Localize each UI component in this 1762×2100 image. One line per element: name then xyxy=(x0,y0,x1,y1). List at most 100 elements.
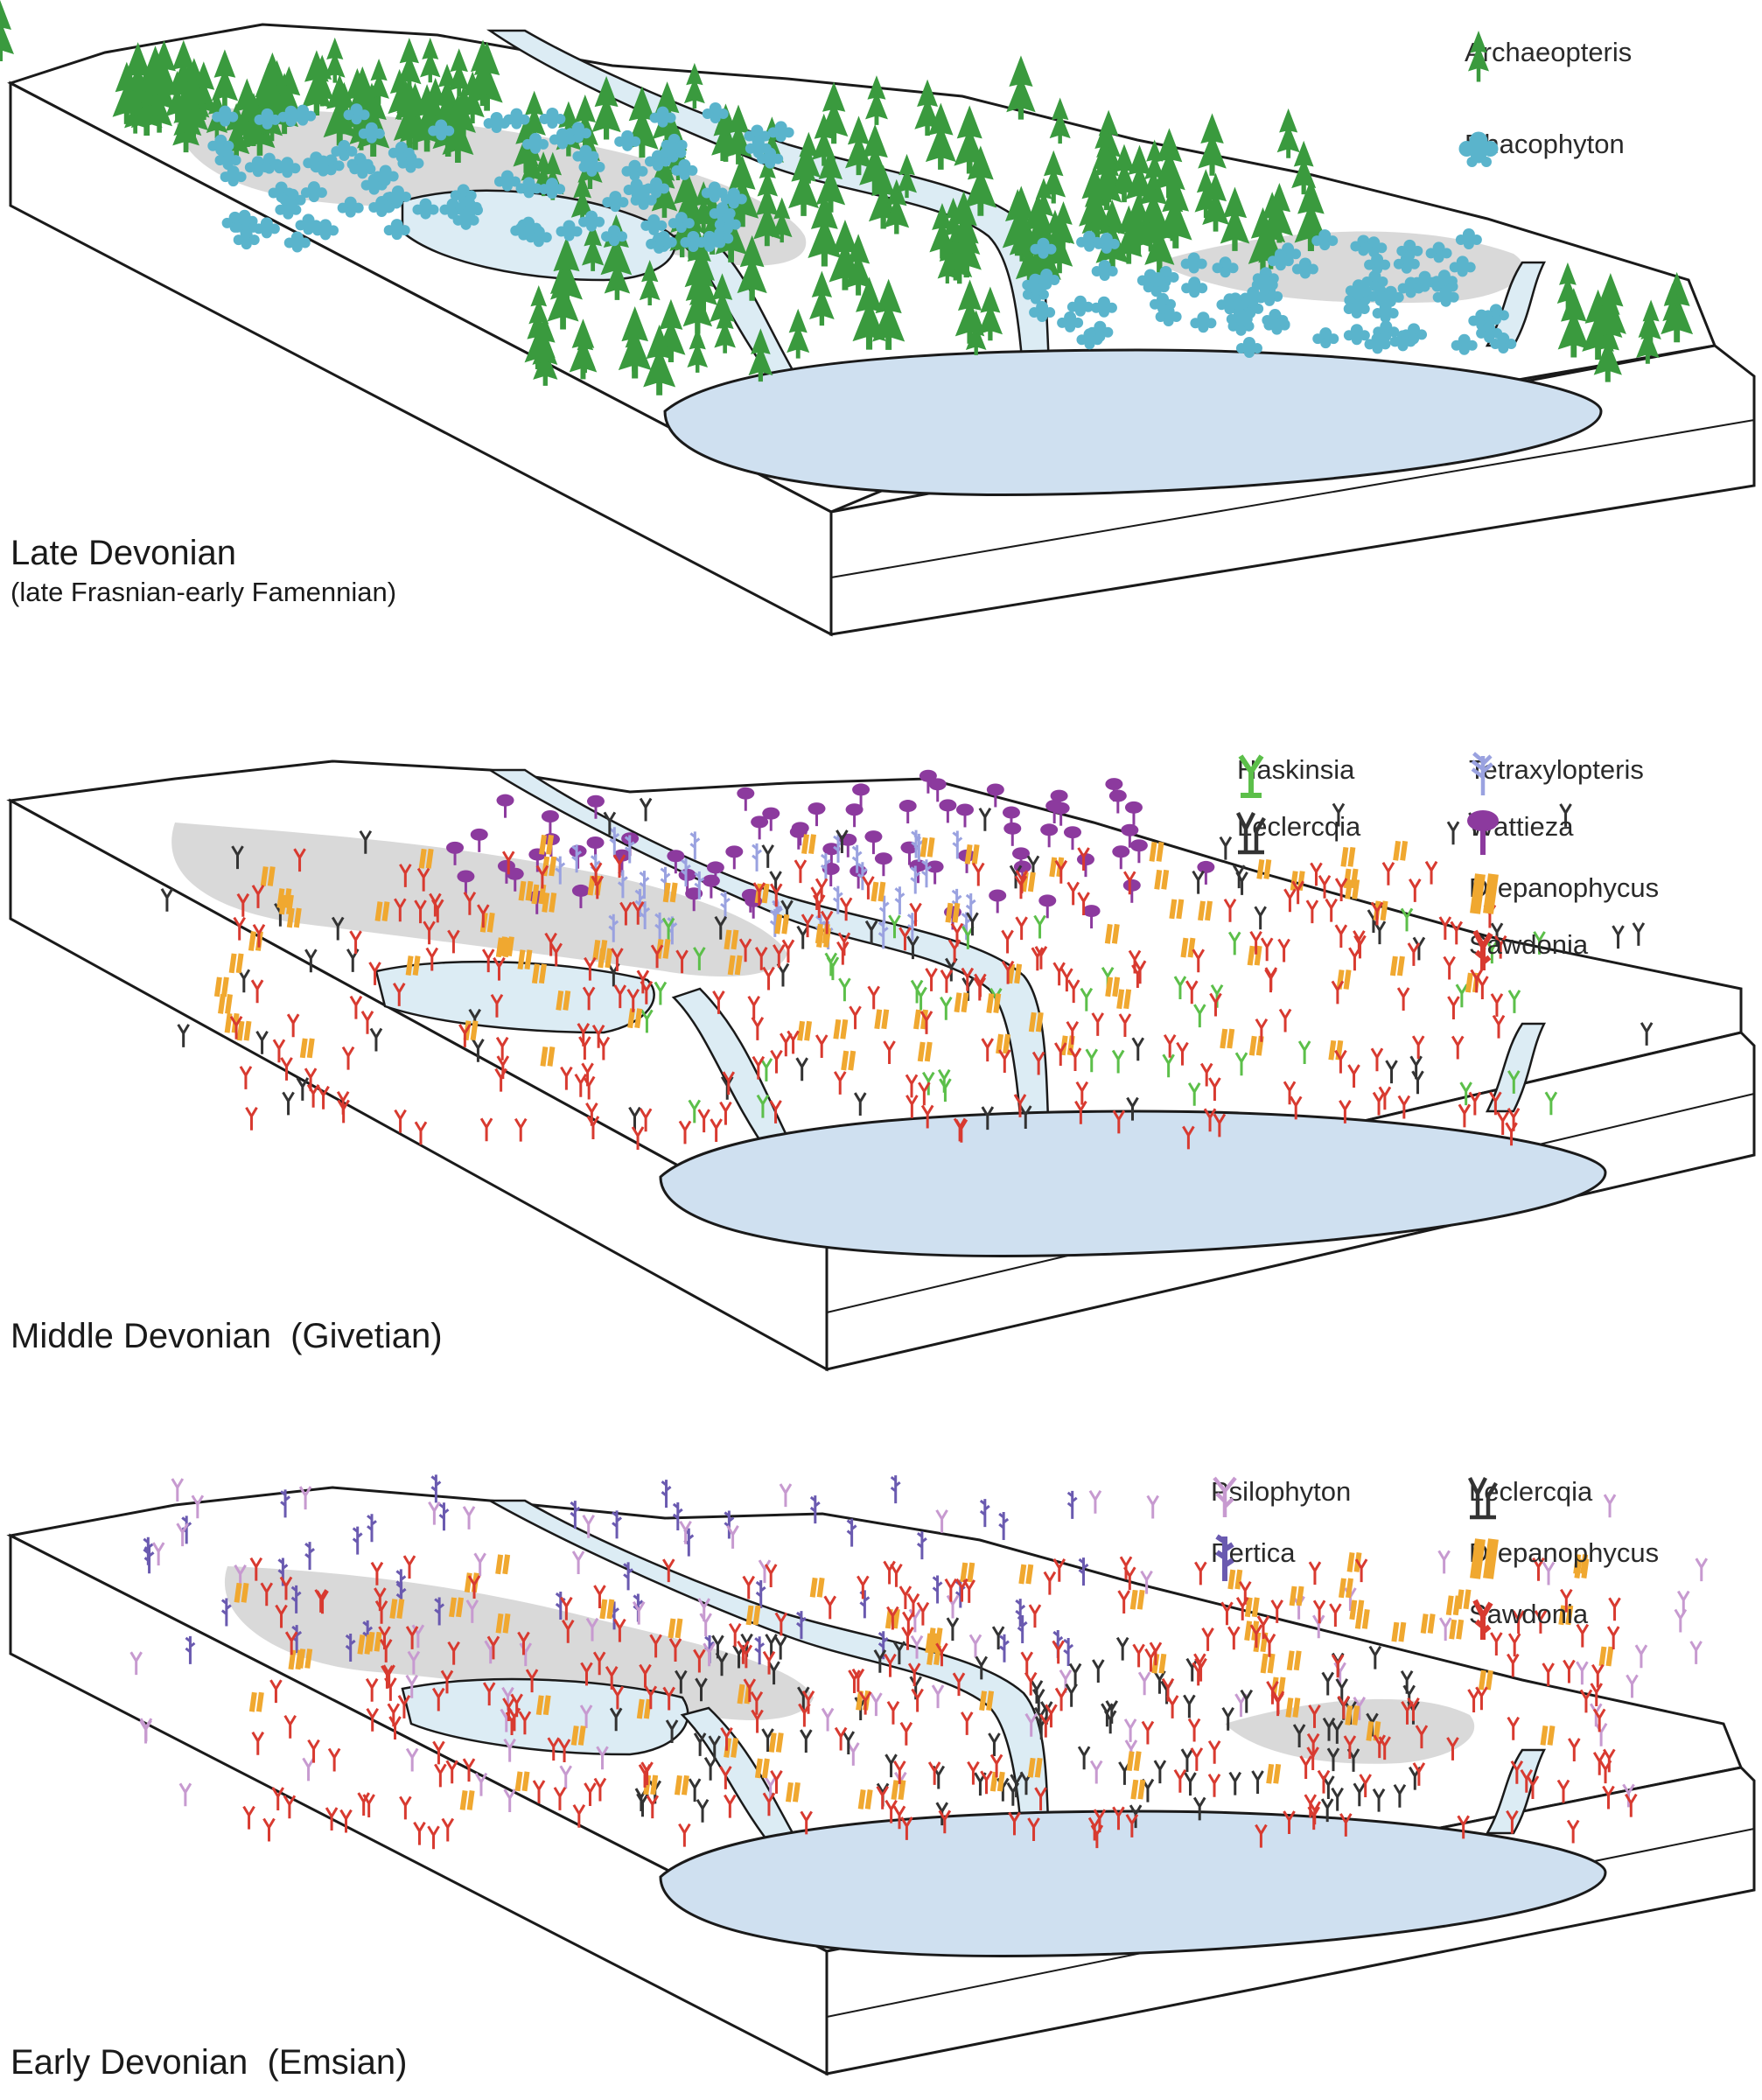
sawdonia-plant xyxy=(800,1810,813,1835)
drepanophycus-stand xyxy=(213,834,1480,1071)
rhacophyton-plant xyxy=(1432,285,1459,307)
rhacophyton-plant xyxy=(720,187,747,209)
drepanophycus-plant xyxy=(1573,1554,1589,1574)
sawdonia-plant xyxy=(1255,1824,1268,1848)
sawdonia-plant xyxy=(739,1644,753,1669)
psilophyton-plant xyxy=(1024,1712,1038,1737)
sawdonia-plant xyxy=(1339,1813,1353,1837)
drepanophycus-plant xyxy=(945,902,961,923)
sawdonia-plant xyxy=(724,1794,737,1818)
sawdonia-plant xyxy=(1331,1654,1345,1678)
sawdonia-plant xyxy=(1235,1597,1249,1620)
sawdonia-plant xyxy=(1331,980,1345,1004)
pertica-plant xyxy=(430,1474,442,1503)
sawdonia-plant xyxy=(750,1691,764,1715)
leclercqia-plant xyxy=(708,1735,722,1760)
sawdonia-plant xyxy=(1090,1824,1104,1849)
tetraxylopteris-plant xyxy=(639,871,650,900)
psilophyton-plant xyxy=(1140,1570,1153,1594)
haskinsia-plant xyxy=(1227,931,1241,956)
drepanophycus-plant xyxy=(1391,1621,1407,1642)
tetraxylopteris-plant xyxy=(590,854,601,883)
drepanophycus-plant xyxy=(1340,846,1356,867)
haskinsia-plant xyxy=(939,1078,952,1102)
sawdonia-plant xyxy=(423,920,436,945)
wattieza-plant xyxy=(706,861,724,886)
sawdonia-plant xyxy=(229,1015,243,1040)
leclercqia-plant xyxy=(773,1635,787,1660)
sawdonia-plant xyxy=(535,864,549,889)
pertica-stand xyxy=(143,1474,1089,1666)
drepanophycus-plant xyxy=(405,956,421,976)
tetraxylopteris-plant xyxy=(667,916,678,945)
archaeopteris-tree xyxy=(684,230,714,295)
drepanophycus-plant xyxy=(592,940,608,960)
haskinsia-plant xyxy=(921,1071,935,1096)
pertica-plant xyxy=(754,1636,766,1665)
sawdonia-plant xyxy=(427,1825,440,1850)
psilophyton-plant xyxy=(298,1486,312,1510)
sawdonia-plant xyxy=(544,932,557,956)
sawdonia-plant xyxy=(619,901,633,926)
leclercqia-plant xyxy=(946,1617,960,1642)
archaeopteris-tree xyxy=(241,93,266,147)
haskinsia-plant xyxy=(888,914,901,939)
drepanophycus-plant xyxy=(674,1774,689,1796)
tetraxylopteris-plant xyxy=(654,912,666,941)
psilophyton-plant xyxy=(176,1522,189,1547)
sawdonia-plant xyxy=(1507,1716,1521,1740)
sawdonia-plant xyxy=(953,1117,967,1142)
psilophyton-plant xyxy=(946,1594,960,1619)
sawdonia-plant xyxy=(892,1805,906,1830)
drepanophycus-plant xyxy=(727,955,743,976)
legend-item-pertica: Pertica xyxy=(1199,1531,1295,1581)
rhacophyton-plant xyxy=(614,130,641,151)
drepanophycus-plant xyxy=(1420,1614,1436,1634)
sawdonia-plant xyxy=(441,1817,455,1842)
archaeopteris-tree xyxy=(528,284,549,330)
sawdonia-plant xyxy=(586,1116,600,1139)
rhacophyton-plant xyxy=(515,177,542,199)
sawdonia-plant xyxy=(572,1803,586,1828)
legend-item-leclercqia: Leclercqia xyxy=(1225,805,1360,855)
tetraxylopteris-plant xyxy=(634,888,646,917)
psilophyton-plant xyxy=(474,1772,488,1796)
archaeopteris-tree xyxy=(149,40,179,104)
tetraxylopteris-plant xyxy=(952,830,963,859)
rhacophyton-plant xyxy=(1401,323,1428,345)
leclercqia-plant xyxy=(1331,1720,1344,1744)
rhacophyton-plant xyxy=(649,106,676,128)
rhacophyton-plant xyxy=(493,170,521,192)
sawdonia-plant xyxy=(1490,993,1504,1017)
sawdonia-plant xyxy=(251,1731,265,1755)
sawdonia-plant xyxy=(1260,937,1274,962)
sawdonia-plant xyxy=(1312,1600,1326,1624)
archaeopteris-tree xyxy=(591,75,621,140)
sawdonia-plant xyxy=(1347,1064,1360,1088)
sawdonia-plant xyxy=(416,867,430,892)
rhacophyton-plant xyxy=(372,164,399,186)
tetraxylopteris-plant xyxy=(965,892,976,921)
sawdonia-plant xyxy=(639,1663,652,1688)
haskinsia-plant xyxy=(1111,1049,1125,1074)
sawdonia-plant xyxy=(738,938,752,962)
psilophyton-plant xyxy=(503,1738,516,1762)
rhacophyton-plant xyxy=(668,212,695,234)
sawdonia-plant xyxy=(751,1709,764,1733)
rhacophyton-plant xyxy=(346,152,374,174)
drepanophycus-plant xyxy=(857,1789,873,1810)
leclercqia-plant xyxy=(842,1731,856,1755)
leclercqia-plant xyxy=(1115,1636,1129,1661)
rhacophyton-plant xyxy=(337,196,364,218)
sawdonia-plant xyxy=(413,1821,426,1845)
sawdonia-plant xyxy=(862,876,875,900)
sawdonia-plant xyxy=(762,966,775,990)
sawdonia-plant xyxy=(1227,1626,1241,1650)
sawdonia-plant xyxy=(1370,901,1384,926)
sawdonia-plant xyxy=(631,1126,645,1150)
archaeopteris-tree xyxy=(787,308,810,359)
sawdonia-plant xyxy=(820,910,834,934)
rhacophyton-plant xyxy=(660,141,687,163)
rhacophyton-plant xyxy=(212,105,239,127)
wattieza-plant xyxy=(725,845,744,870)
